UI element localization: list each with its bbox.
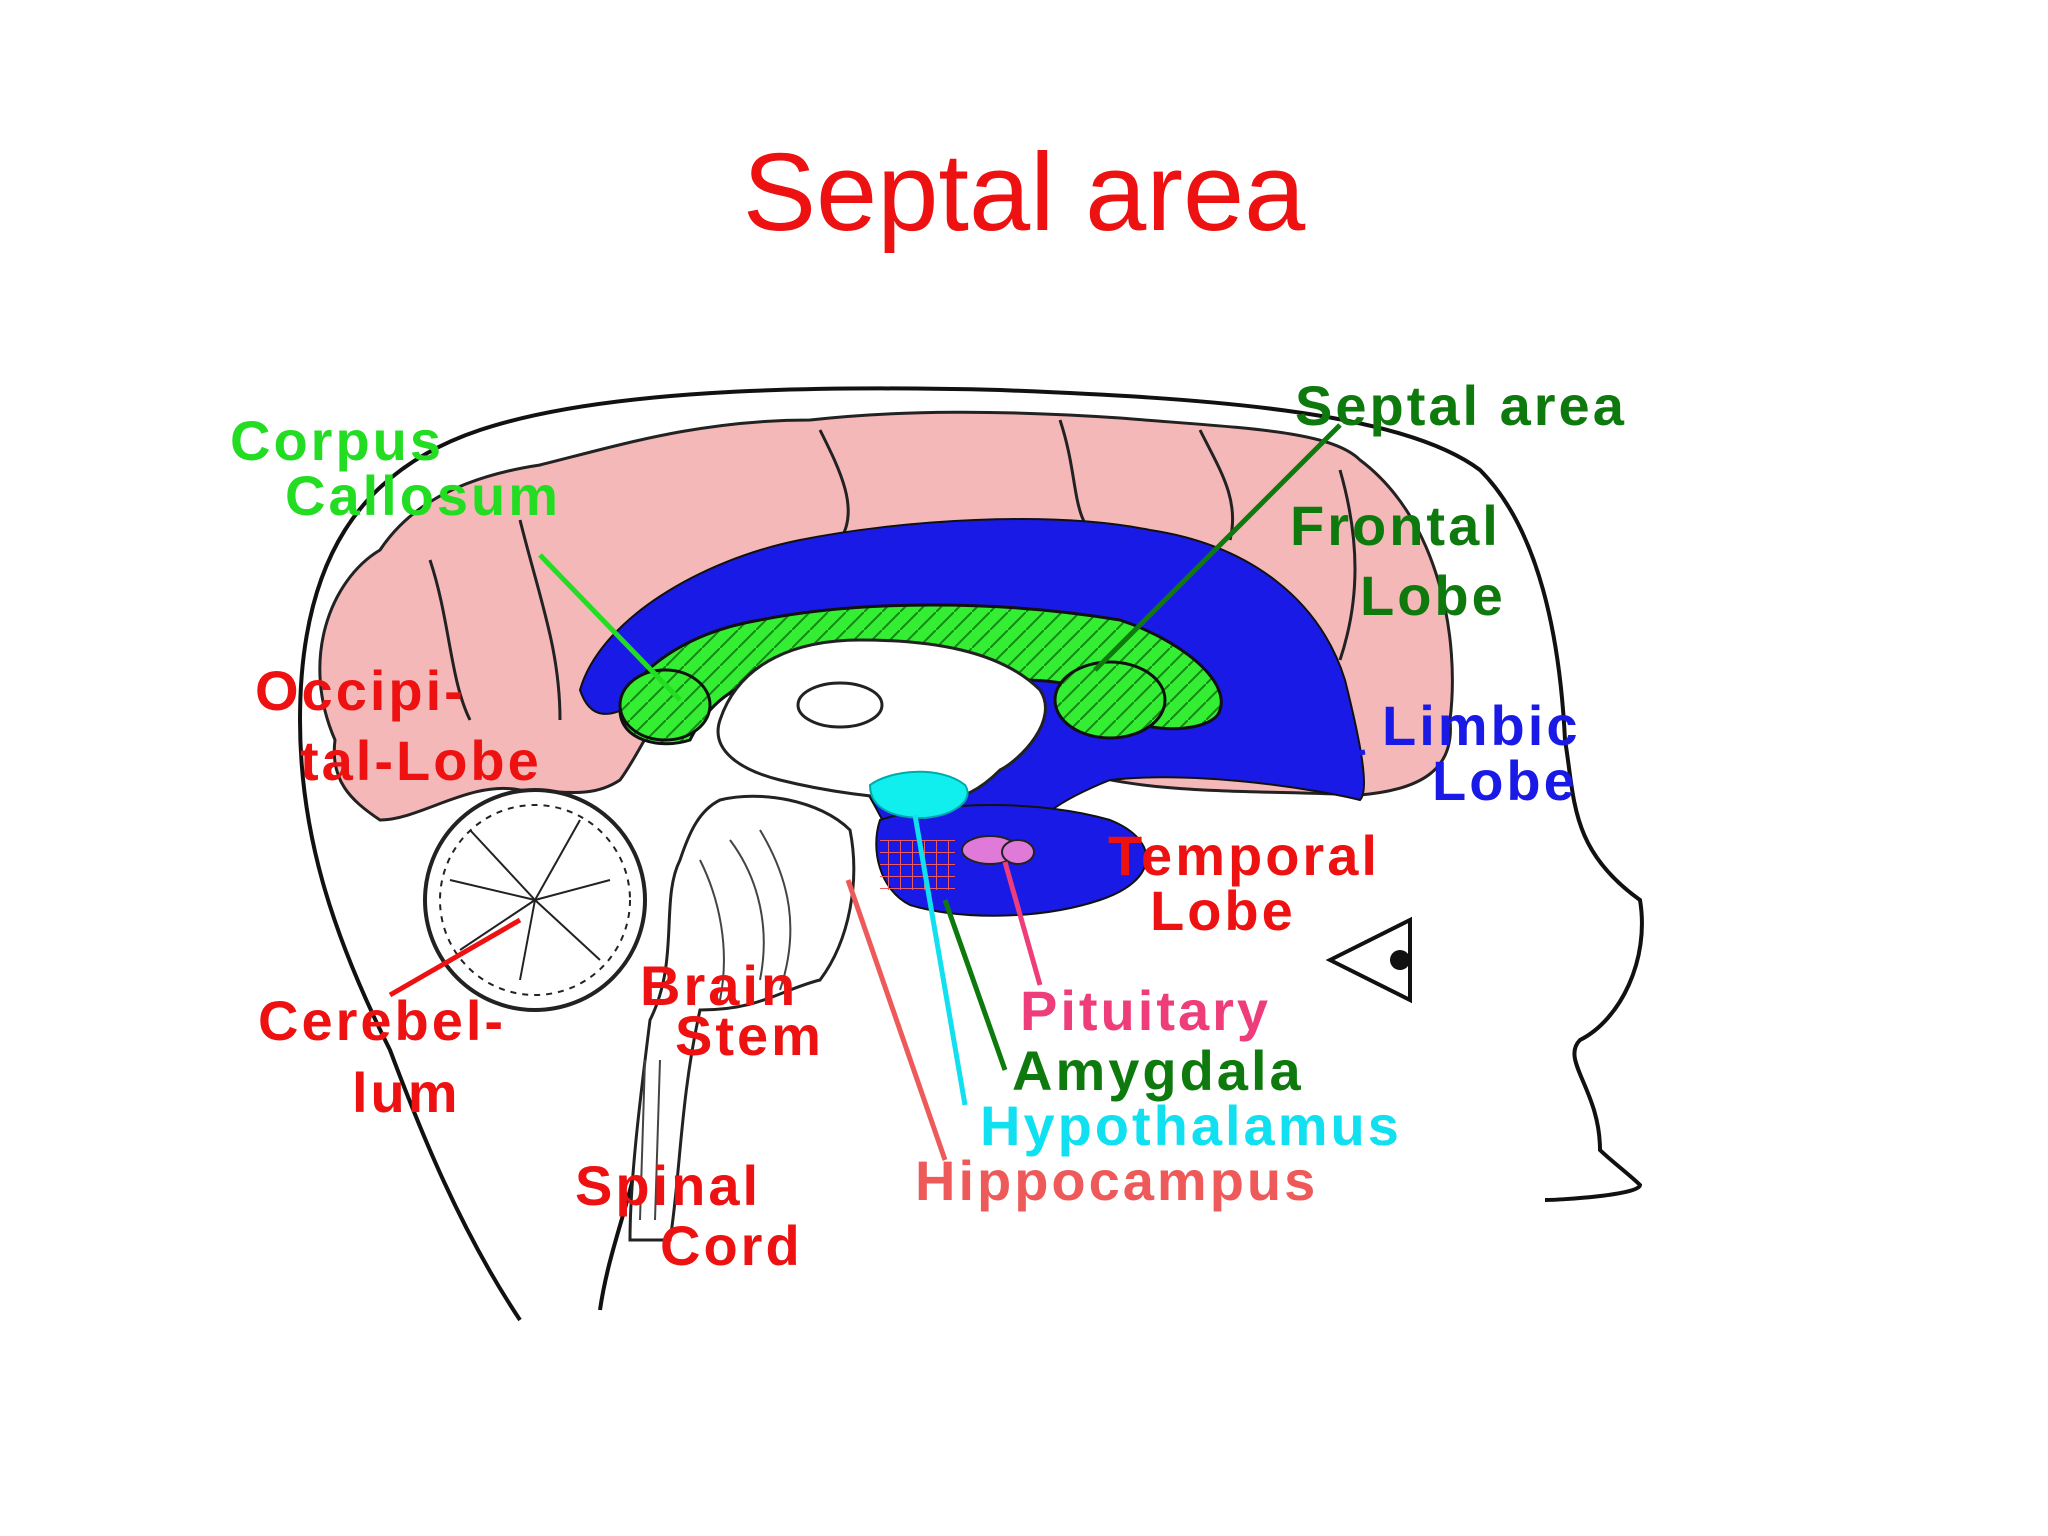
leader-amygdala <box>942 899 1008 1071</box>
corpus-callosum-splenium <box>618 668 712 742</box>
leader-pituitary <box>1002 861 1043 986</box>
label-limbic-lobe-1: Limbic <box>1382 694 1580 757</box>
slide-title: Septal area <box>742 131 1306 254</box>
label-spinal-cord-2: Cord <box>660 1214 803 1277</box>
label-cerebellum-1: Cerebel- <box>258 989 506 1052</box>
thalamus <box>796 681 884 729</box>
label-corpus-callosum-2: Callosum <box>285 464 561 527</box>
label-hippocampus: Hippocampus <box>915 1149 1318 1212</box>
head-outline <box>297 386 1644 1322</box>
leader-limbic-lobe <box>1319 749 1366 763</box>
label-occipital-lobe-2: tal-Lobe <box>300 729 542 792</box>
leader-hippocampus <box>845 879 948 1161</box>
label-frontal-lobe-1: Frontal <box>1290 494 1501 557</box>
label-occipital-lobe-1: Occipi- <box>255 659 466 722</box>
label-limbic-lobe-2: Lobe <box>1432 749 1578 812</box>
label-cerebellum-2: lum <box>352 1061 461 1124</box>
label-frontal-lobe-2: Lobe <box>1360 564 1506 627</box>
ventricle <box>716 638 1047 802</box>
label-temporal-lobe-2: Lobe <box>1150 879 1296 942</box>
label-pituitary: Pituitary <box>1020 979 1271 1042</box>
label-brain-stem-1: Brain <box>640 954 798 1017</box>
leader-corpus-callosum <box>538 553 682 702</box>
corpus-callosum <box>618 603 1223 746</box>
eye-pupil <box>1390 950 1410 970</box>
brain-stem <box>628 794 856 1242</box>
label-temporal-lobe-1: Temporal <box>1108 824 1380 887</box>
brain-stem-fibers <box>639 829 792 1221</box>
hypothalamus <box>868 770 969 820</box>
leader-septal-area <box>1093 423 1342 672</box>
label-corpus-callosum-1: Corpus <box>230 409 444 472</box>
label-septal-area: Septal area <box>1295 374 1627 437</box>
leader-lines <box>388 423 1366 1161</box>
pituitary-right <box>1001 839 1035 865</box>
cerebellum-inner <box>439 804 631 996</box>
leader-hypothalamus <box>912 814 968 1106</box>
label-brain-stem-2: Stem <box>675 1004 824 1067</box>
label-spinal-cord-1: Spinal <box>575 1154 761 1217</box>
leader-cerebellum <box>388 917 522 998</box>
label-hypothalamus: Hypothalamus <box>980 1094 1402 1157</box>
cortex-sulci <box>428 419 1357 721</box>
label-amygdala: Amygdala <box>1012 1039 1304 1102</box>
cerebellum-arbor <box>449 819 611 981</box>
corpus-callosum-genu <box>1053 660 1167 740</box>
hippocampus <box>880 840 955 890</box>
